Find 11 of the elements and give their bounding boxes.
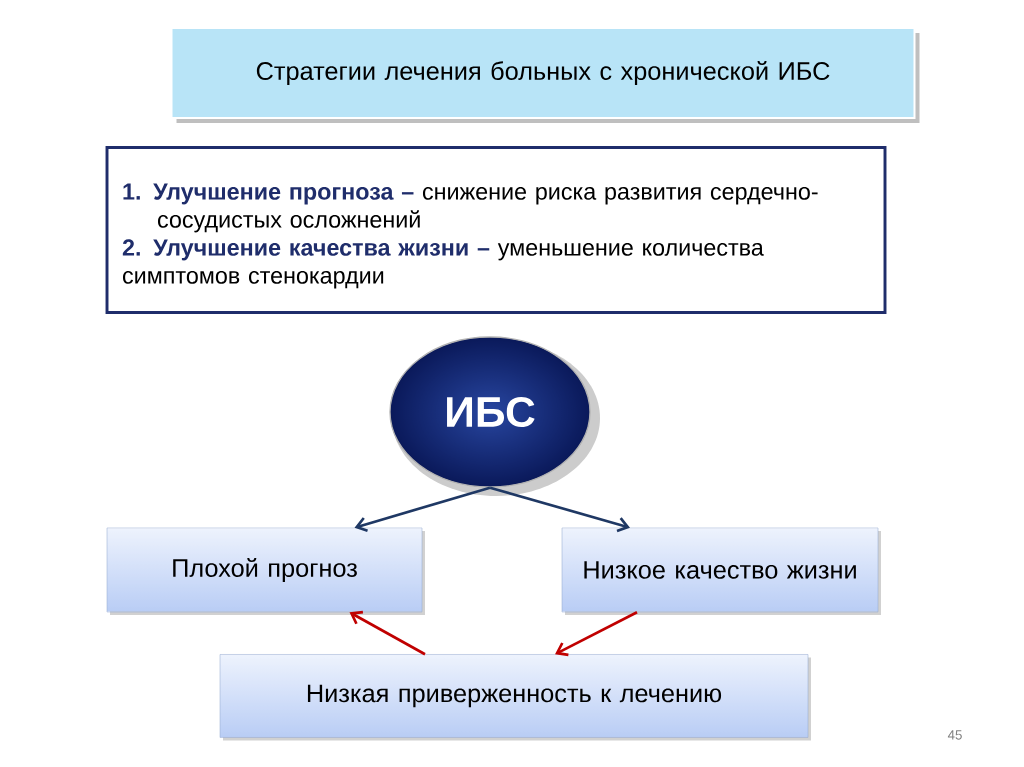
arrow (349, 610, 426, 656)
text-box: 1. Улучшение прогноза – снижение риска развития сердечно-сосудистых осложнений 2. Улучшение качества жизни – уменьшение количества симптомов стенокардии (105, 146, 887, 314)
ellipse-node: ИБС (389, 336, 591, 488)
process-box: Плохой прогноз (106, 527, 423, 613)
arrow (489, 486, 630, 533)
arrow (555, 611, 638, 657)
process-box: Низкая приверженность к лечению (219, 654, 809, 738)
arrow (354, 486, 491, 533)
page-number: 45 (947, 730, 962, 740)
process-box: Низкое качество жизни (561, 527, 879, 613)
title-box: Стратегии лечения больных с хронической ИБС (170, 27, 920, 123)
